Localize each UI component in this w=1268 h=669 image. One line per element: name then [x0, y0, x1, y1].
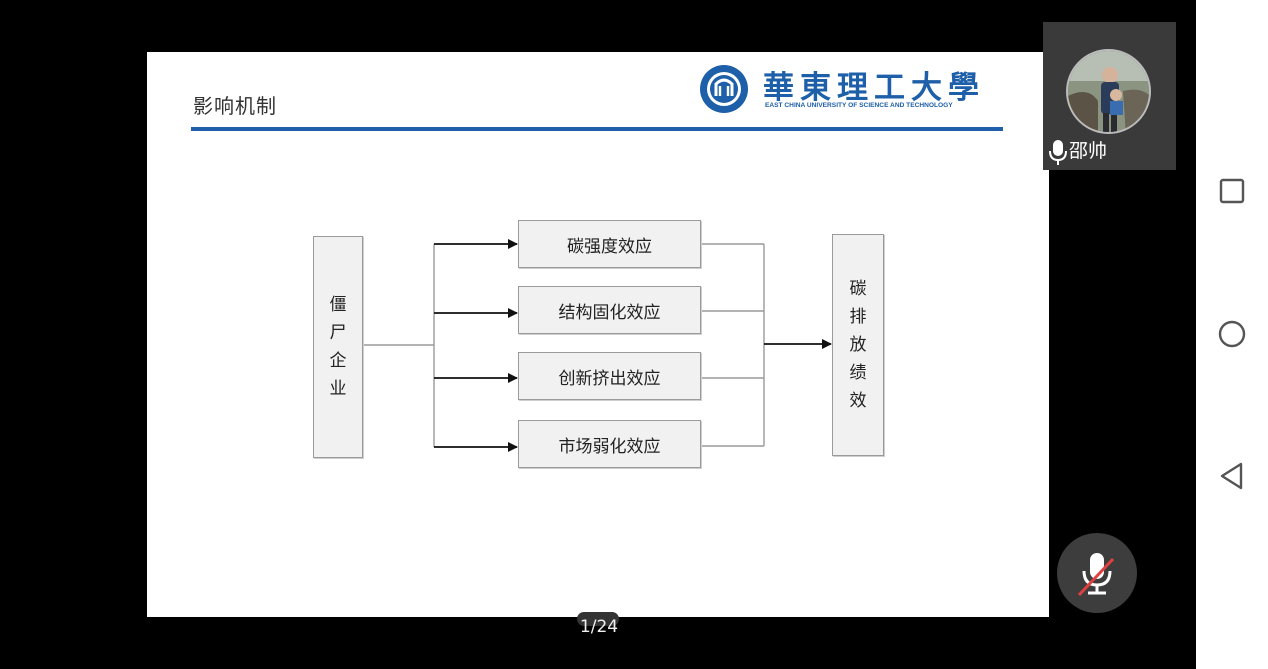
target-box: 碳 排 放 绩 效 — [832, 234, 884, 456]
presentation-slide: 影响机制 華東理工大學 EAST CHINA UNIVERSITY OF SCI… — [147, 52, 1049, 617]
source-char: 业 — [329, 379, 347, 399]
square-nav-icon[interactable] — [1216, 175, 1248, 207]
slide-title: 影响机制 — [193, 94, 277, 118]
mic-muted-icon — [1077, 553, 1115, 597]
university-name-cn: 華東理工大學 — [763, 70, 985, 106]
source-char: 尸 — [329, 323, 347, 343]
target-char: 放 — [849, 335, 867, 355]
effect-box-market-weakening: 市场弱化效应 — [518, 420, 701, 468]
university-seal-icon — [700, 65, 748, 113]
mechanism-diagram-connectors — [363, 239, 832, 452]
mic-icon — [1049, 140, 1067, 165]
triangle-back-icon[interactable] — [1216, 460, 1248, 492]
title-divider — [191, 127, 1003, 131]
participant-video-tile[interactable]: 邵帅 — [1043, 22, 1176, 170]
source-char: 企 — [329, 351, 347, 371]
page-indicator-pill — [577, 612, 619, 626]
target-char: 绩 — [849, 363, 867, 383]
target-char: 碳 — [849, 279, 867, 299]
page-indicator: 1/24 — [579, 617, 619, 637]
participant-avatar — [1066, 49, 1151, 134]
participant-name: 邵帅 — [1069, 140, 1108, 162]
target-char: 排 — [849, 307, 867, 327]
target-char: 效 — [849, 391, 867, 411]
effect-box-structure-lockin: 结构固化效应 — [518, 286, 701, 334]
source-box: 僵 尸 企 业 — [313, 236, 363, 458]
effect-box-carbon-intensity: 碳强度效应 — [518, 220, 701, 268]
circle-nav-icon[interactable] — [1216, 318, 1248, 350]
university-name-en: EAST CHINA UNIVERSITY OF SCIENCE AND TEC… — [765, 102, 953, 109]
system-navigation-bar — [1196, 0, 1268, 669]
avatar-photo-icon — [1068, 51, 1149, 132]
mute-button[interactable] — [1057, 533, 1137, 613]
effect-box-innovation-crowding: 创新挤出效应 — [518, 352, 701, 400]
source-char: 僵 — [329, 295, 347, 315]
university-logo: 華東理工大學 EAST CHINA UNIVERSITY OF SCIENCE … — [699, 62, 1003, 116]
